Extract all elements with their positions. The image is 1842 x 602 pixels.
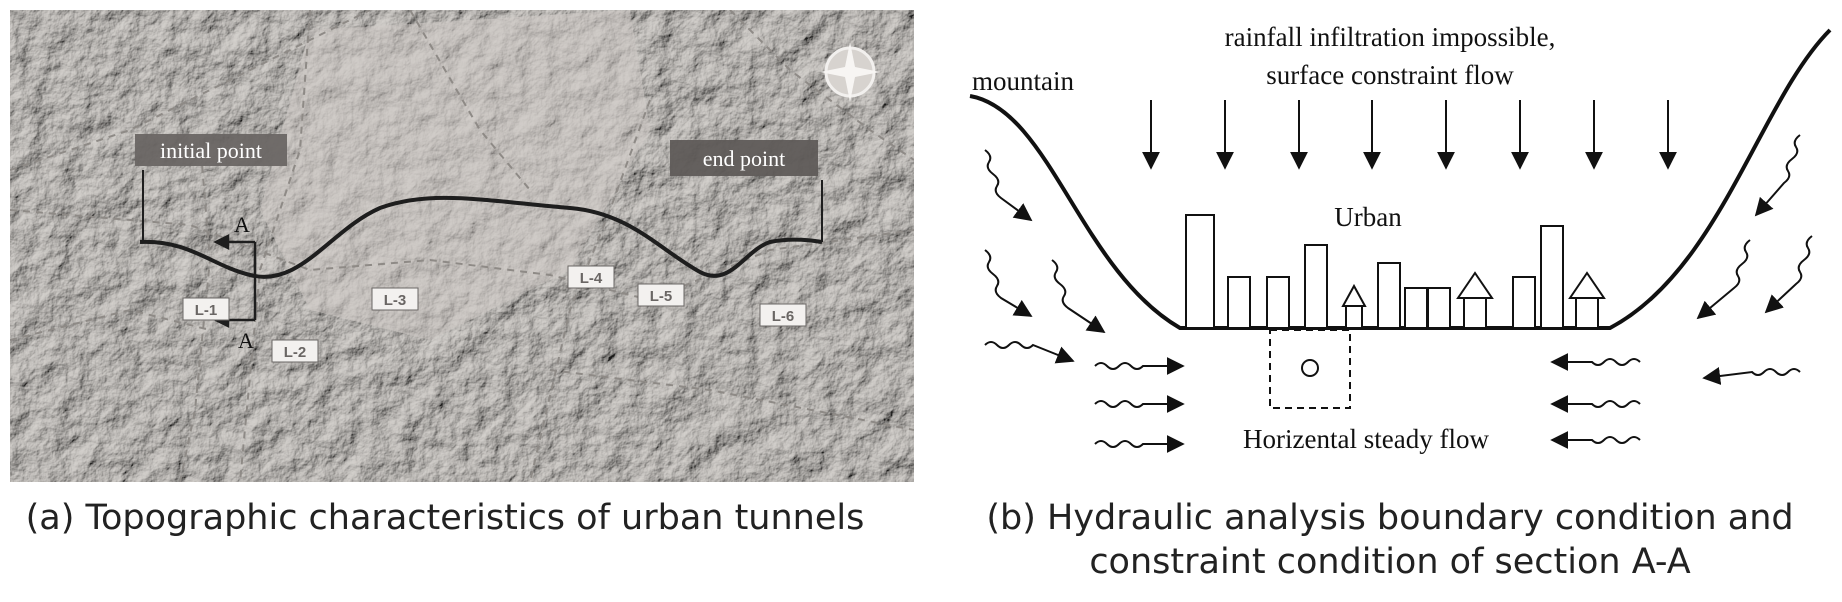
end-point-label: end point bbox=[703, 146, 786, 171]
segment-label-l5: L-5 bbox=[650, 288, 673, 305]
caption-panel-b-line2: constraint condition of section A-A bbox=[1089, 542, 1691, 582]
caption-panel-b-line1: (b) Hydraulic analysis boundary conditio… bbox=[986, 498, 1794, 538]
segment-labels: L-1 L-2 L-3 L-4 L-5 L-6 bbox=[182, 265, 807, 363]
end-point-box bbox=[670, 140, 818, 176]
district-boundaries bbox=[10, 10, 914, 482]
tunnel-route bbox=[139, 195, 823, 279]
terrain-profile bbox=[969, 28, 1832, 330]
caption-panel-a: (a) Topographic characteristics of urban… bbox=[25, 498, 865, 538]
rainfall-arrows bbox=[1142, 100, 1677, 170]
initial-point-label: initial point bbox=[160, 138, 262, 163]
segment-label-l2: L-2 bbox=[284, 344, 307, 361]
caption-panel-b: (b) Hydraulic analysis boundary conditio… bbox=[945, 496, 1835, 584]
tunnel-icon bbox=[1301, 359, 1319, 377]
rainfall-label-line1: rainfall infiltration impossible, bbox=[1225, 22, 1556, 52]
initial-point-box bbox=[135, 134, 287, 166]
urban-buildings bbox=[1185, 214, 1564, 329]
groundwater-flow-arrows bbox=[984, 134, 1813, 453]
section-label-bottom: A bbox=[238, 328, 254, 353]
segment-label-l1: L-1 bbox=[195, 302, 218, 319]
mountain-label: mountain bbox=[972, 66, 1074, 96]
compass-icon bbox=[820, 42, 880, 102]
horizontal-flow-label: Horizental steady flow bbox=[1243, 424, 1489, 454]
section-label-top: A bbox=[234, 212, 250, 237]
tunnel-section-box bbox=[1269, 329, 1351, 409]
segment-label-l4: L-4 bbox=[580, 270, 603, 287]
rainfall-label-line2: surface constraint flow bbox=[1266, 60, 1514, 90]
valley-plane bbox=[260, 10, 650, 340]
topographic-map: A A initial point end point L-1 L-2 L-3 … bbox=[10, 10, 914, 482]
urban-label: Urban bbox=[1334, 202, 1402, 232]
segment-label-l6: L-6 bbox=[772, 308, 795, 325]
segment-label-l3: L-3 bbox=[384, 292, 407, 309]
section-diagram: rainfall infiltration impossible, surfac… bbox=[969, 22, 1832, 454]
house-icons bbox=[1341, 271, 1606, 329]
